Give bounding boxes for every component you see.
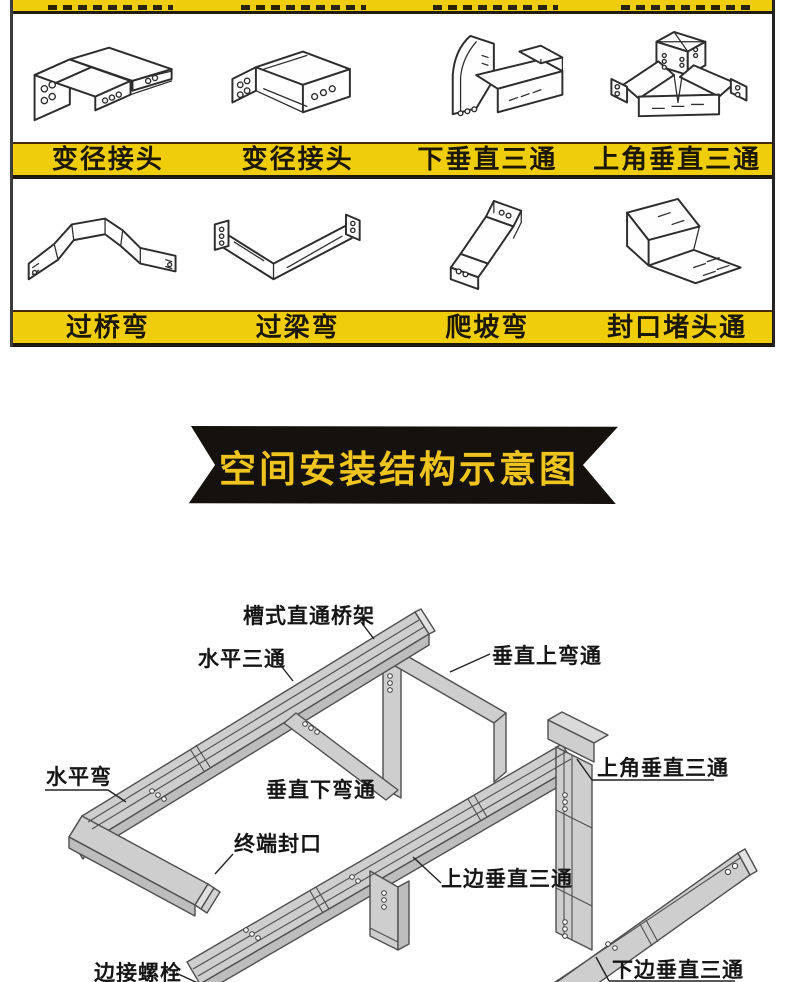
diagram-label-bottom-side-vertical-tee: 下边垂直三通 bbox=[612, 959, 744, 982]
section-banner: 空间安装结构示意图 bbox=[188, 426, 618, 504]
tray-tee-branch bbox=[283, 712, 399, 801]
fitting-drawing-climbing-bend bbox=[393, 179, 583, 310]
fitting-drawing-top-corner-vertical-tee bbox=[582, 14, 772, 142]
fitting-drawing-down-vertical-tee bbox=[393, 14, 583, 142]
fittings-catalog-table: 变径接头 变径接头 下垂直三通 上角垂直三通 bbox=[10, 0, 775, 347]
fitting-drawing-bridge-bend bbox=[13, 179, 203, 310]
catalog-label-bar-2: 过桥弯 过梁弯 爬坡弯 封口堵头通 bbox=[13, 310, 772, 347]
fitting-drawing-reducer-2 bbox=[203, 14, 393, 142]
banner-title: 空间安装结构示意图 bbox=[219, 449, 579, 490]
diagram-label-vertical-up-bend: 垂直上弯通 bbox=[492, 644, 602, 668]
fitting-label: 过梁弯 bbox=[255, 312, 340, 342]
fitting-label: 变径接头 bbox=[51, 144, 164, 174]
tray-end-branch bbox=[68, 815, 209, 906]
fitting-label: 封口堵头通 bbox=[607, 312, 748, 342]
cropped-label-remnant bbox=[433, 5, 558, 10]
diagram-label-horizontal-bend: 水平弯 bbox=[46, 765, 112, 789]
fitting-drawing-end-cap-piece bbox=[582, 179, 772, 310]
tray-arch-right-leg bbox=[493, 712, 507, 783]
cropped-top-label-bar bbox=[13, 0, 772, 14]
tray-corner-box bbox=[547, 719, 595, 763]
diagram-label-top-side-vertical-tee: 上边垂直三通 bbox=[441, 868, 573, 891]
fitting-label: 变径接头 bbox=[241, 144, 354, 174]
diagram-label-vertical-down-bend: 垂直下弯通 bbox=[266, 778, 376, 802]
fitting-label: 过桥弯 bbox=[65, 312, 150, 342]
catalog-image-row-2 bbox=[13, 179, 772, 310]
fitting-label: 爬坡弯 bbox=[445, 312, 530, 342]
label-leader-lines bbox=[45, 621, 735, 982]
tray-arch-left-leg bbox=[382, 658, 402, 799]
diagram-label-horizontal-tee: 水平三通 bbox=[198, 648, 286, 671]
fitting-label: 下垂直三通 bbox=[417, 144, 558, 174]
fitting-drawing-beam-crossing-bend bbox=[203, 179, 393, 310]
cropped-label-remnant bbox=[621, 5, 751, 10]
diagram-label-trunking-straight: 槽式直通桥架 bbox=[243, 604, 375, 628]
diagram-labels: 槽式直通桥架 水平三通 垂直上弯通 水平弯 垂直下弯通 上角垂直三通 终端封口 … bbox=[46, 604, 744, 982]
tray-riser bbox=[555, 746, 593, 951]
diagram-label-terminal-end-cap: 终端封口 bbox=[234, 832, 322, 856]
cropped-label-remnant bbox=[48, 5, 173, 10]
diagram-label-top-corner-vertical-tee: 上角垂直三通 bbox=[597, 756, 729, 780]
diagram-label-joint-bolt: 边接螺栓 bbox=[94, 961, 182, 982]
installation-diagram: 槽式直通桥架 水平三通 垂直上弯通 水平弯 垂直下弯通 上角垂直三通 终端封口 … bbox=[45, 604, 758, 982]
bolt-holes bbox=[149, 673, 739, 951]
fitting-drawing-reducer-1 bbox=[13, 14, 203, 142]
catalog-label-bar-1: 变径接头 变径接头 下垂直三通 上角垂直三通 bbox=[13, 142, 772, 179]
catalog-image-row-1 bbox=[13, 14, 772, 142]
fitting-label: 上角垂直三通 bbox=[593, 144, 762, 174]
cropped-label-remnant bbox=[241, 5, 366, 10]
